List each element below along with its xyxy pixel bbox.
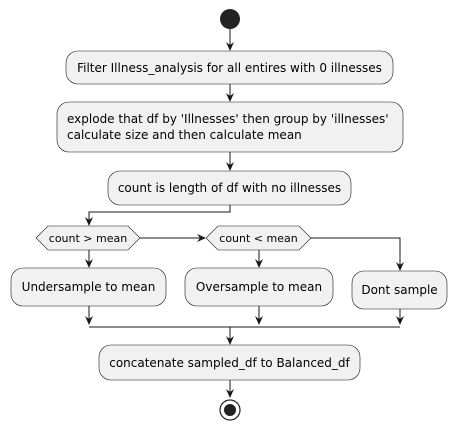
concatenate-step-label: concatenate sampled_df to Balanced_df bbox=[109, 356, 350, 370]
concatenate-step: concatenate sampled_df to Balanced_df bbox=[98, 344, 361, 381]
undersample-step: Undersample to mean bbox=[10, 267, 167, 307]
arrowhead bbox=[226, 162, 234, 171]
start-node bbox=[220, 9, 240, 29]
count-step-label: count is length of df with no illnesses bbox=[118, 181, 341, 195]
arrowhead bbox=[85, 259, 93, 268]
arrowhead bbox=[197, 234, 206, 242]
dont-sample-step: Dont sample bbox=[351, 270, 448, 310]
filter-step: Filter Illness_analysis for all entires … bbox=[65, 50, 394, 85]
arrowhead bbox=[85, 316, 93, 325]
decision-count-greater-label: count > mean bbox=[49, 232, 127, 245]
arrowheads bbox=[85, 42, 404, 398]
stop-node bbox=[219, 399, 241, 421]
arrowhead bbox=[226, 42, 234, 51]
arrowhead bbox=[226, 389, 234, 398]
oversample-step-label: Oversample to mean bbox=[196, 280, 322, 294]
undersample-step-label: Undersample to mean bbox=[22, 280, 156, 294]
explode-step-line1: explode that df by 'Illnesses' then grou… bbox=[67, 112, 389, 126]
arrowhead bbox=[396, 316, 404, 325]
edge-decision2-dontsample bbox=[311, 237, 401, 266]
decision-count-greater: count > mean bbox=[35, 225, 141, 251]
arrowhead bbox=[85, 217, 93, 226]
arrowhead bbox=[396, 262, 404, 271]
arrowhead bbox=[255, 259, 263, 268]
count-step: count is length of df with no illnesses bbox=[107, 170, 352, 206]
edge-count-decision bbox=[88, 205, 231, 221]
arrowhead bbox=[255, 316, 263, 325]
arrowhead bbox=[226, 93, 234, 102]
dont-sample-step-label: Dont sample bbox=[361, 283, 437, 297]
filter-step-label: Filter Illness_analysis for all entires … bbox=[77, 61, 382, 75]
explode-step: explode that df by 'Illnesses' then grou… bbox=[56, 101, 404, 153]
oversample-step: Oversample to mean bbox=[184, 267, 334, 307]
arrowhead bbox=[226, 336, 234, 345]
decision-count-less-label: count < mean bbox=[219, 232, 297, 245]
connectors bbox=[88, 29, 401, 393]
explode-step-line2: calculate size and then calculate mean bbox=[67, 128, 302, 142]
decision-count-less: count < mean bbox=[205, 225, 312, 251]
